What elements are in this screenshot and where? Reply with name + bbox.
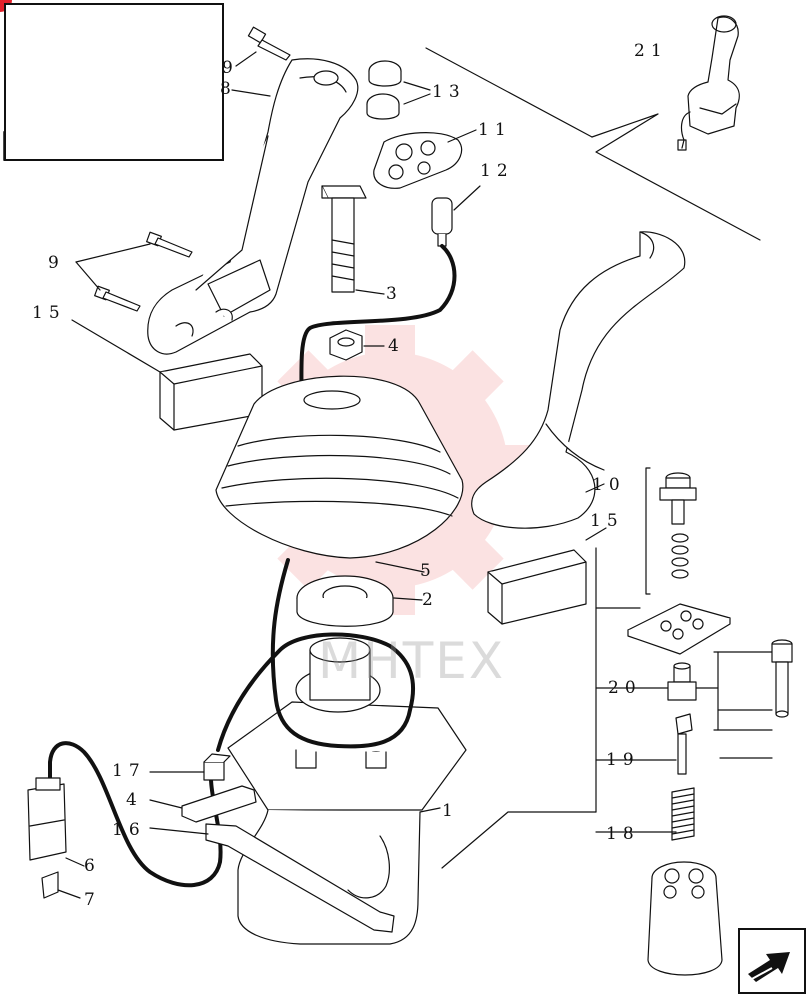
label-19: 19: [606, 750, 640, 770]
label-5: 5: [420, 561, 437, 581]
label-10: 10: [592, 475, 626, 495]
label-17: 17: [112, 761, 146, 781]
part-11-plate: [373, 132, 463, 189]
part-2-washer: [296, 575, 394, 627]
label-11: 11: [478, 120, 512, 140]
label-18: 18: [606, 824, 640, 844]
label-4a: 4: [388, 336, 405, 356]
section-line-break: [591, 113, 761, 241]
label-4b: 4: [126, 790, 143, 810]
part-15-block-left: [159, 353, 263, 431]
guide-block: [647, 861, 723, 976]
part-17-clip: [203, 753, 231, 781]
label-2: 2: [422, 590, 439, 610]
part-9-screw-mid: [146, 231, 193, 258]
part-14-bracket: [181, 785, 257, 823]
part-3-bolt: [321, 185, 367, 293]
label-9a: 9: [222, 58, 239, 78]
label-1: 1: [442, 801, 459, 821]
part-10-lever-cover: [471, 231, 686, 529]
part-9-screw-top: [247, 26, 291, 61]
part-12-connector: [431, 197, 453, 247]
part-5-boot: [215, 375, 464, 559]
label-21: 21: [634, 41, 668, 61]
part-20-pin-right: [771, 639, 793, 718]
machine-thumbnail-frame: [4, 3, 224, 161]
label-7: 7: [84, 890, 101, 910]
right-fitting-top: [659, 472, 697, 525]
label-3: 3: [386, 284, 403, 304]
part-7-pin: [41, 871, 59, 899]
watermark-text: MHTEX: [318, 632, 506, 690]
part-6-plug: [27, 777, 67, 861]
label-8: 8: [220, 79, 237, 99]
part-13-plugs: [366, 60, 402, 120]
actuator-plate: [627, 603, 731, 655]
label-15b: 15: [590, 511, 624, 531]
part-8-lever-housing: [147, 58, 359, 355]
next-page-button[interactable]: [738, 928, 806, 994]
next-page-arrow-icon: [748, 952, 790, 982]
label-16: 16: [112, 820, 146, 840]
part-18-spring: [671, 787, 695, 841]
part-15-block-right: [487, 549, 587, 625]
part-21-joystick-assembly: [677, 15, 740, 151]
part-20-plunger: [667, 662, 697, 775]
part-4-nut: [329, 329, 363, 361]
section-line: [425, 47, 593, 138]
o-rings: [671, 533, 689, 579]
label-6: 6: [84, 856, 101, 876]
label-12: 12: [480, 161, 514, 181]
label-15a: 15: [32, 303, 66, 323]
label-13: 13: [432, 82, 466, 102]
label-20: 20: [608, 678, 642, 698]
part-16-cable-tie: [205, 823, 395, 933]
part-9-screw-low: [94, 285, 141, 312]
label-9b: 9: [48, 253, 65, 273]
